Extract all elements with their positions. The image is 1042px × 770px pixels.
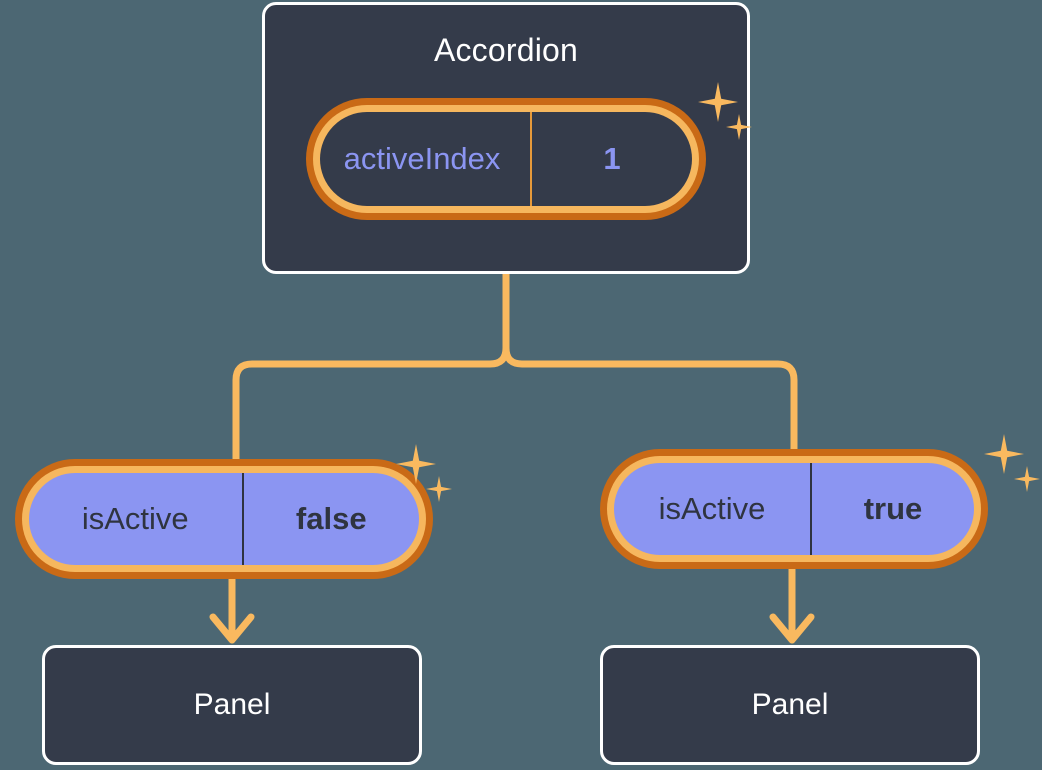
state-key-label: isActive (614, 463, 812, 555)
component-label: Panel (193, 688, 271, 721)
state-pill-ring: isActive false (22, 466, 426, 572)
state-pill-is-active-left[interactable]: isActive false (15, 459, 433, 579)
state-value-label: false (295, 501, 367, 536)
state-key-label: activeIndex (320, 112, 533, 206)
sparkle-icon (1014, 466, 1040, 492)
state-pill-active-index[interactable]: activeIndex 1 (306, 98, 706, 220)
sparkle-icon (984, 434, 1024, 474)
connector-accordion-to-right (502, 270, 798, 453)
component-label: Panel (751, 688, 829, 721)
sparkle-icon (426, 476, 452, 502)
page-title: Accordion (433, 32, 579, 68)
state-pill-is-active-right[interactable]: isActive true (600, 449, 988, 569)
state-pill-body: activeIndex 1 (320, 112, 692, 206)
state-value-label: true (863, 491, 923, 526)
state-value-label: 1 (603, 141, 621, 176)
state-pill-ring: isActive true (607, 456, 981, 562)
component-node-panel-right[interactable]: Panel (600, 645, 980, 765)
connector-accordion-to-left (232, 270, 510, 463)
state-pill-ring: activeIndex 1 (313, 105, 699, 213)
state-key-label: isActive (29, 473, 244, 565)
arrowhead-right-panel (769, 613, 815, 644)
state-pill-body: isActive true (614, 463, 974, 555)
arrowhead-left-panel (209, 613, 255, 644)
component-node-panel-left[interactable]: Panel (42, 645, 422, 765)
state-pill-body: isActive false (29, 473, 419, 565)
